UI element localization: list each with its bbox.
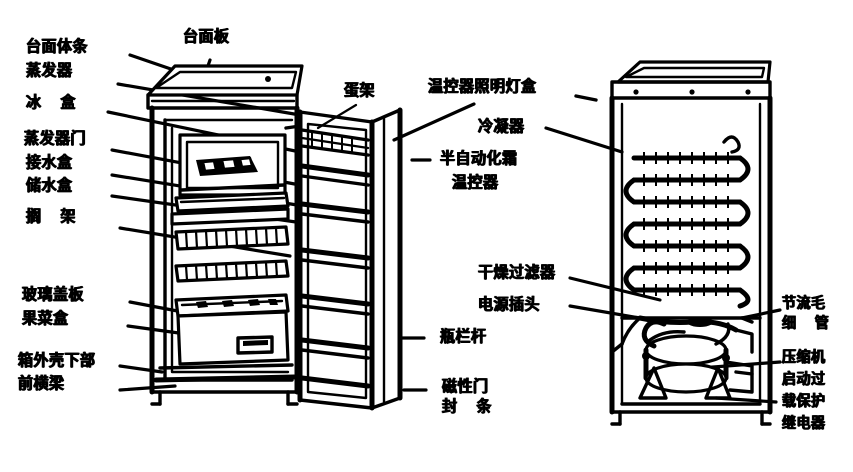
egg-rack xyxy=(300,128,370,157)
pointer-mark xyxy=(574,94,598,102)
overload-relay xyxy=(724,360,754,394)
label-countertop-panel: 台面板 xyxy=(183,26,230,46)
label-shelf-rack: 搁 架 xyxy=(26,206,79,226)
label-start-overload-2: 载保护 xyxy=(782,392,826,410)
label-thermostat: 温控器 xyxy=(452,172,499,192)
water-trays xyxy=(170,191,290,226)
label-egg-rack: 蛋架 xyxy=(344,80,376,100)
label-semi-auto-defrost: 半自动化霜 xyxy=(440,148,518,168)
label-countertop-edge-strip: 台面体条 xyxy=(26,36,89,56)
label-magnetic-door-seal-2: 封 条 xyxy=(442,396,495,416)
label-evaporator: 蒸发器 xyxy=(26,60,73,80)
label-compressor: 压缩机 xyxy=(782,348,826,366)
glass-cover-plate xyxy=(174,293,290,318)
label-evaporator-door: 蒸发器门 xyxy=(24,128,87,148)
label-water-receiving-tray: 接水盒 xyxy=(26,152,73,172)
label-throttle-capillary-1: 节流毛 xyxy=(782,294,826,312)
countertop-panel xyxy=(146,64,304,110)
rear-top-panel xyxy=(610,60,772,100)
label-condenser: 冷凝器 xyxy=(478,116,525,136)
label-glass-cover-plate: 玻璃盖板 xyxy=(22,284,85,304)
door-shelf-rails xyxy=(299,163,371,389)
compressor xyxy=(638,319,732,400)
label-water-storage-tray: 储水盒 xyxy=(26,175,73,195)
rear-cabinet-shell xyxy=(609,95,773,426)
machine-compartment xyxy=(610,315,762,406)
label-ice-box: 冰 盒 xyxy=(26,92,79,112)
front-cross-beam xyxy=(153,363,297,383)
label-start-overload-3: 继电器 xyxy=(782,414,826,432)
thermostat-lamp-box xyxy=(284,124,302,130)
ice-box xyxy=(196,156,258,176)
fruit-vegetable-box xyxy=(176,310,290,366)
refrigerator-door xyxy=(297,107,403,411)
condenser-coil xyxy=(623,135,751,309)
label-front-cross-beam: 前横梁 xyxy=(18,373,65,393)
label-start-overload-1: 启动过 xyxy=(782,370,826,388)
shelf-rack-upper xyxy=(174,225,290,251)
label-cabinet-shell-lower: 箱外壳下部 xyxy=(18,350,96,370)
label-bottle-rail: 瓶栏杆 xyxy=(440,326,487,346)
evaporator-compartment xyxy=(178,133,287,197)
shelf-rack-lower xyxy=(174,259,290,283)
label-power-plug: 电源插头 xyxy=(478,294,541,314)
label-thermostat-lamp-box: 温控器照明灯盒 xyxy=(428,76,537,96)
label-fruit-vegetable-box: 果菜盒 xyxy=(22,308,69,328)
label-throttle-capillary-2: 细 管 xyxy=(782,314,832,332)
label-magnetic-door-seal-1: 磁性门 xyxy=(442,376,489,396)
power-cord xyxy=(610,316,642,354)
label-drying-filter: 干燥过滤器 xyxy=(478,262,556,282)
refrigerator-front-unit xyxy=(146,64,403,411)
refrigerator-rear-unit xyxy=(609,60,773,426)
